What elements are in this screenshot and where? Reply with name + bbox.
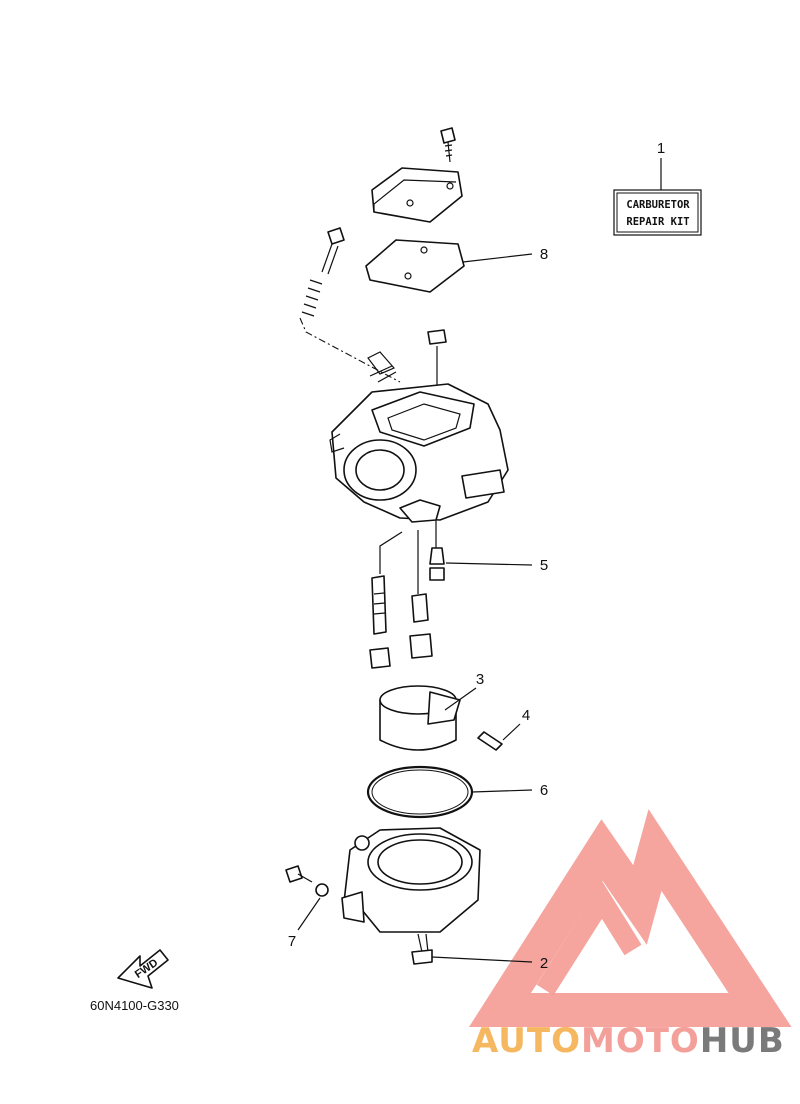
screw-washer: [285, 865, 329, 931]
jets-assembly: [369, 520, 533, 669]
float-chamber: [341, 827, 481, 933]
diagram-code: 60N4100-G330: [90, 998, 179, 1013]
kit-label-line1: CARBURETOR: [626, 199, 690, 211]
top-cover-plate: [371, 127, 463, 223]
kit-label-line2: REPAIR KIT: [626, 216, 689, 228]
float: [379, 685, 477, 751]
float-pin: [477, 723, 521, 751]
o-ring: [366, 765, 533, 819]
callout-7: 7: [288, 933, 296, 950]
repair-kit-box: CARBURETOR REPAIR KIT: [613, 158, 702, 236]
callout-5: 5: [540, 557, 548, 574]
pilot-screw-spring: [299, 227, 401, 383]
carburetor-body: [329, 351, 509, 523]
callout-3: 3: [476, 671, 484, 688]
drain-screw: [411, 933, 533, 965]
watermark-moto: MOTO: [581, 1021, 700, 1061]
gasket: [365, 239, 533, 293]
callout-1: 1: [657, 140, 665, 157]
watermark-hub: HUB: [700, 1021, 785, 1061]
callout-2: 2: [540, 955, 548, 972]
watermark-logo: [469, 809, 792, 1027]
callout-8: 8: [540, 246, 548, 263]
watermark-auto: AUTO: [472, 1021, 581, 1061]
callout-4: 4: [522, 707, 530, 724]
fwd-arrow: FWD: [117, 949, 169, 989]
callout-6: 6: [540, 782, 548, 799]
top-plug: [427, 329, 447, 392]
watermark-text: AUTOMOTOHUB: [472, 1021, 785, 1061]
